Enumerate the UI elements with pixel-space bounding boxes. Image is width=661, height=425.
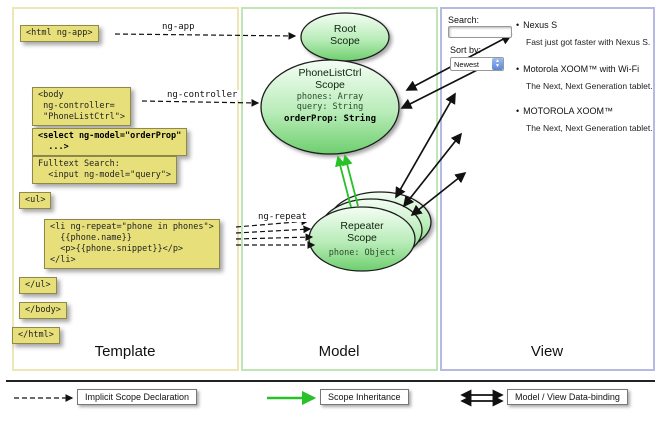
code-fulltext: Fulltext Search: <input ng-model="query"…: [32, 156, 178, 184]
code-select: <select ng-model="orderProp" ...>: [32, 128, 188, 156]
ng-repeat-label: ng-repeat: [256, 212, 309, 222]
phone-name: Nexus S: [523, 20, 558, 30]
code-ul-open: <ul>: [19, 192, 52, 209]
sort-selected-value: Newest: [454, 59, 480, 69]
code-body-open: <body ng-controller= "PhoneListCtrl">: [32, 87, 131, 126]
ng-controller-label: ng-controller: [165, 90, 240, 100]
phone-snippet: The Next, Next Generation tablet.: [526, 123, 653, 133]
code-body-close: </body>: [19, 302, 67, 319]
phone-name: MOTOROLA XOOM™: [523, 106, 614, 116]
list-item: •Nexus S Fast just got faster with Nexus…: [516, 20, 658, 47]
code-html-close: </html>: [12, 327, 60, 344]
phone-snippet: Fast just got faster with Nexus S.: [526, 37, 651, 47]
legend-implicit-scope: Implicit Scope Declaration: [77, 389, 198, 405]
legend-data-binding: Model / View Data-binding: [507, 389, 628, 405]
phone-name: Motorola XOOM™ with Wi-Fi: [523, 64, 640, 74]
ng-app-label: ng-app: [160, 22, 197, 32]
bullet-icon: •: [516, 20, 520, 30]
code-ul-close: </ul>: [19, 277, 57, 294]
template-panel-label: Template: [94, 343, 156, 360]
phonelistctrl-scope-props: phones: Array query: String: [296, 92, 364, 112]
model-panel: [241, 7, 438, 371]
legend-separator: [6, 380, 655, 382]
view-panel-label: View: [530, 343, 564, 360]
code-html-open: <html ng-app>: [20, 25, 99, 42]
model-panel-label: Model: [318, 343, 360, 360]
bullet-icon: •: [516, 106, 520, 116]
list-item: •MOTOROLA XOOM™ The Next, Next Generatio…: [516, 106, 658, 133]
bullet-icon: •: [516, 64, 520, 74]
root-scope-title: Root Scope: [330, 23, 360, 47]
phone-snippet: The Next, Next Generation tablet.: [526, 81, 653, 91]
dropdown-stepper-icon: ▲▼: [492, 58, 503, 70]
code-li-repeat: <li ng-repeat="phone in phones"> {{phone…: [44, 219, 220, 269]
repeater-scope-prop: phone: Object: [328, 248, 396, 258]
repeater-scope-title: Repeater Scope: [340, 220, 384, 244]
list-item: •Motorola XOOM™ with Wi-Fi The Next, Nex…: [516, 64, 658, 91]
search-input: [448, 26, 512, 38]
sort-label: Sort by:: [450, 45, 482, 55]
phonelistctrl-scope-title: PhoneListCtrl Scope: [298, 67, 362, 91]
legend-scope-inheritance: Scope Inheritance: [320, 389, 409, 405]
phonelistctrl-scope-orderprop: orderProp: String: [283, 114, 377, 124]
sort-select: Newest ▲▼: [450, 57, 504, 71]
search-label: Search:: [448, 15, 480, 25]
